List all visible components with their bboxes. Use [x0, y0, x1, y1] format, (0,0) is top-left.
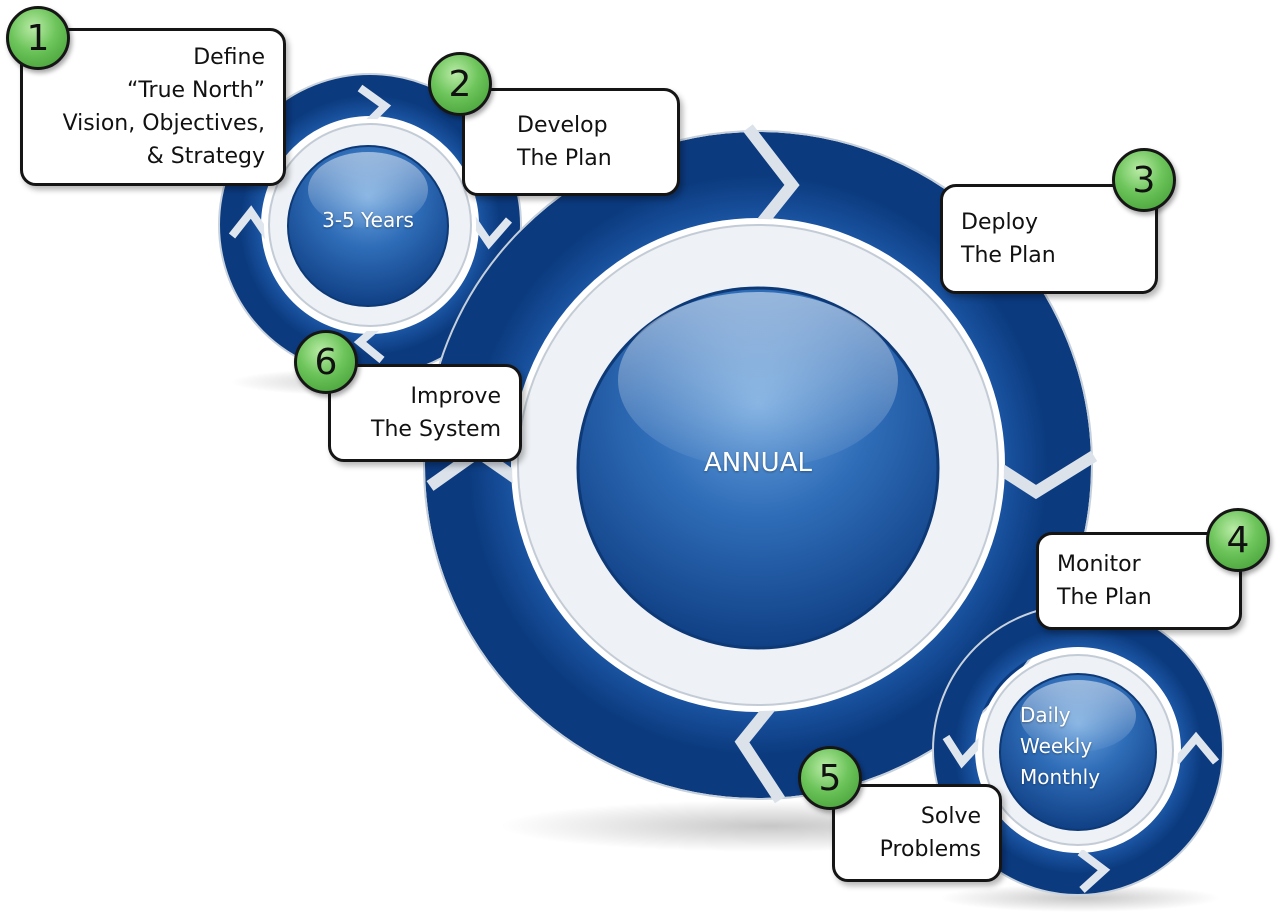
step-2-line: The Plan	[517, 146, 612, 171]
strategic-chevron	[228, 205, 272, 240]
operational-chevron	[942, 734, 987, 769]
step-5-badge: 5	[798, 746, 862, 810]
step-1-number: 1	[26, 17, 50, 59]
step-1-line: Define	[193, 45, 265, 70]
step-5-line: Problems	[879, 837, 981, 862]
operational-shadow	[940, 884, 1220, 912]
annual-orb-gloss	[618, 292, 898, 468]
step-2-number: 2	[448, 63, 472, 105]
step-5-callout: Solve Problems	[832, 784, 1002, 882]
step-2-callout: Develop The Plan	[462, 88, 680, 196]
step-6-line: The System	[371, 417, 501, 442]
step-3-line: Deploy	[961, 210, 1039, 235]
step-1-badge: 1	[6, 6, 70, 70]
strategic-chevron	[468, 215, 513, 250]
step-3-callout: Deploy The Plan	[940, 184, 1158, 294]
strategic-cycle-label: 3-5 Years	[322, 208, 414, 232]
step-2-badge: 2	[428, 52, 492, 116]
step-6-badge: 6	[294, 330, 358, 394]
operational-cycle-label: Daily Weekly Monthly	[1020, 703, 1101, 789]
step-4-number: 4	[1226, 519, 1250, 561]
strategic-cycle	[218, 73, 522, 377]
step-3-number: 3	[1132, 159, 1156, 201]
step-2-line: Develop	[517, 113, 608, 138]
step-6-line: Improve	[410, 384, 501, 409]
step-4-line: Monitor	[1057, 552, 1141, 577]
step-1-line: Vision, Objectives,	[62, 111, 265, 136]
annual-cycle	[423, 124, 1098, 804]
step-4-badge: 4	[1206, 508, 1270, 572]
operational-orb-gloss	[1020, 680, 1136, 752]
step-3-line: The Plan	[961, 243, 1056, 268]
step-1-line: “True North”	[126, 78, 265, 103]
annual-cycle-label: ANNUAL	[704, 448, 812, 478]
operational-chevron	[1077, 848, 1111, 893]
step-4-line: The Plan	[1057, 585, 1152, 610]
step-5-number: 5	[818, 757, 842, 799]
strategic-orb-gloss	[308, 152, 428, 228]
step-5-line: Solve	[920, 804, 981, 829]
operational-chevron	[1172, 731, 1220, 765]
step-3-badge: 3	[1112, 148, 1176, 212]
annual-ring-outline	[423, 130, 1093, 800]
step-6-callout: Improve The System	[328, 364, 522, 462]
step-6-number: 6	[314, 341, 338, 383]
step-1-line: & Strategy	[146, 144, 265, 169]
